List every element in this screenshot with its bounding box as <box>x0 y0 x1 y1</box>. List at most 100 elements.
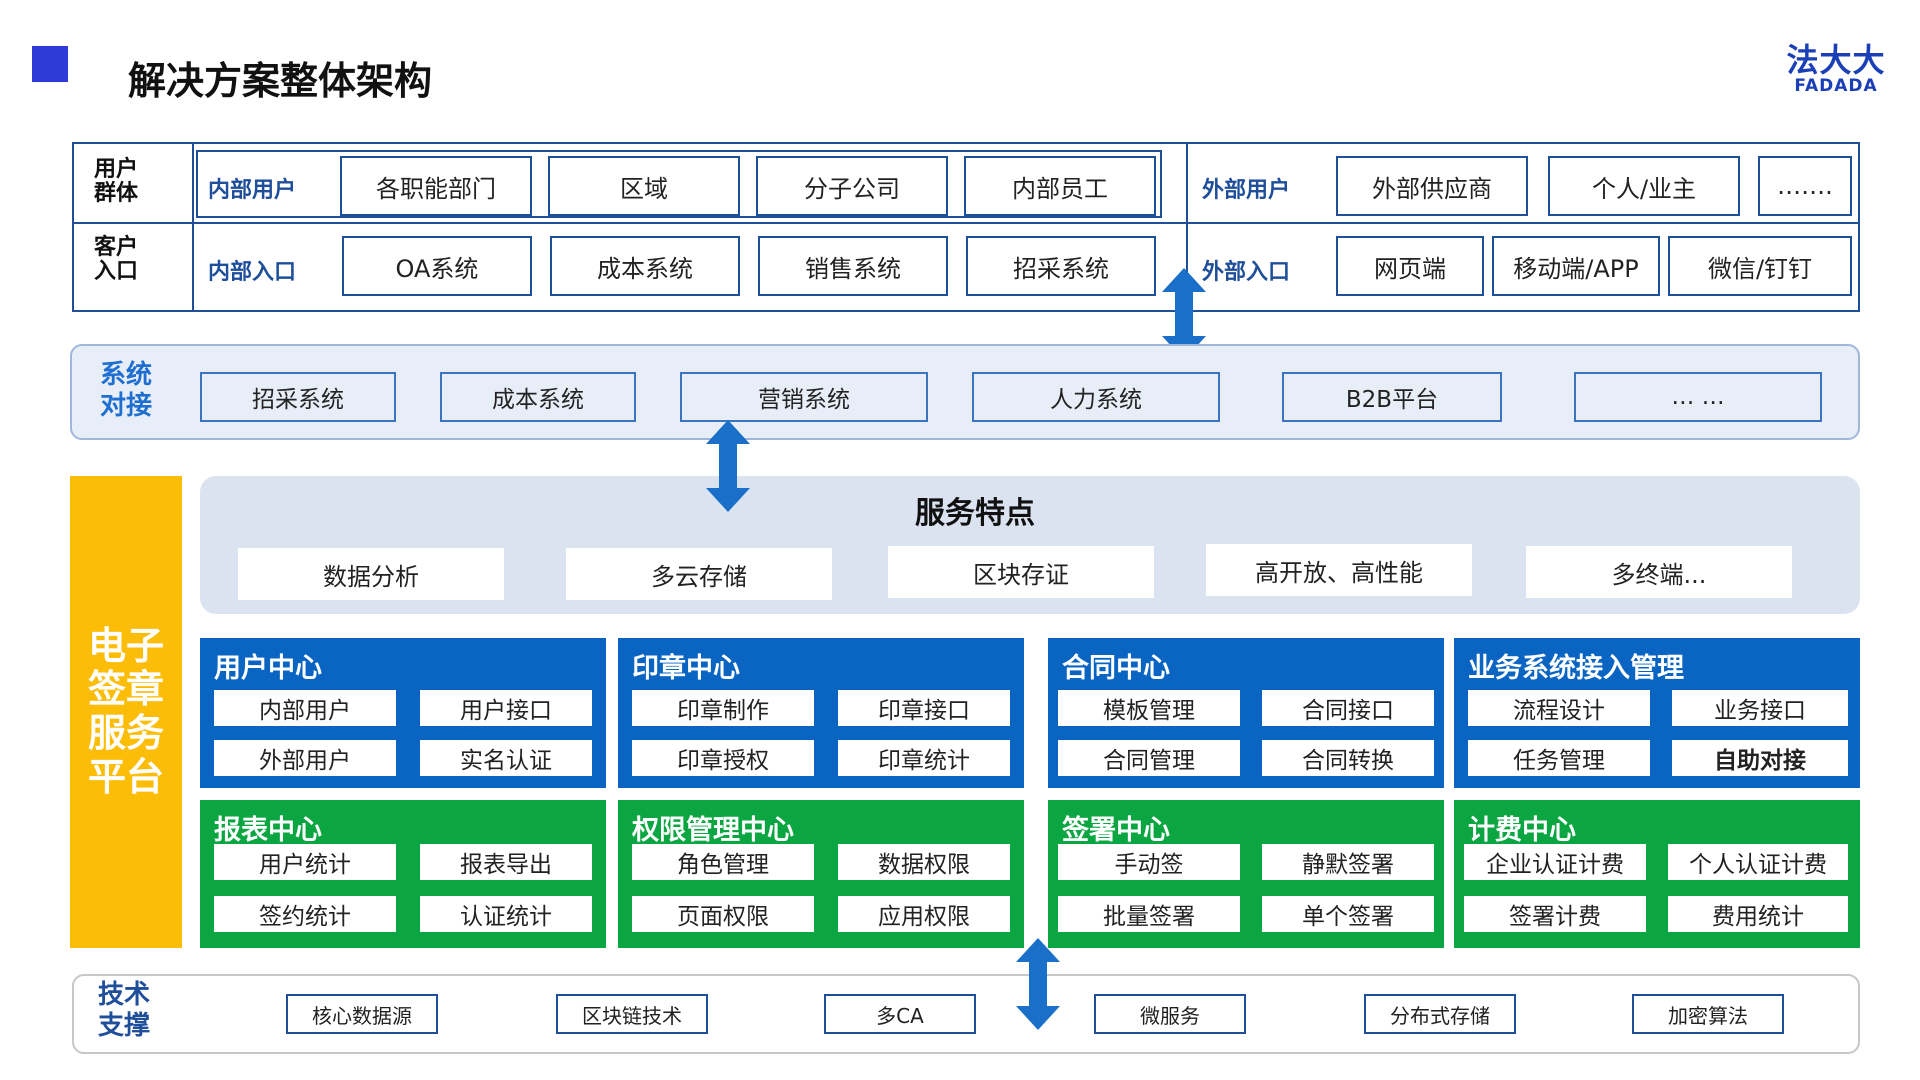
module-signing-center: 签署中心 手动签 静默签署 批量签署 单个签署 <box>1048 800 1444 948</box>
system-box: 营销系统 <box>680 372 928 422</box>
internal-users-label: 内部用户 <box>208 178 297 203</box>
feature-box: 区块存证 <box>888 546 1154 598</box>
module-item: 企业认证计费 <box>1464 844 1646 880</box>
module-item: 模板管理 <box>1058 690 1240 726</box>
row-divider <box>72 222 1860 224</box>
module-contract-center: 合同中心 模板管理 合同接口 合同管理 合同转换 <box>1048 638 1444 788</box>
internal-entry-box: 成本系统 <box>550 236 740 296</box>
internal-entry-box: 销售系统 <box>758 236 948 296</box>
module-item: 个人认证计费 <box>1668 844 1848 880</box>
page-title: 解决方案整体架构 <box>128 59 433 103</box>
module-title: 签署中心 <box>1062 815 1170 846</box>
double-arrow-icon <box>1162 268 1206 360</box>
user-group-label: 用户群体 <box>94 157 139 207</box>
module-title: 用户中心 <box>214 653 322 684</box>
feature-box: 数据分析 <box>238 548 504 600</box>
module-permission-center: 权限管理中心 角色管理 数据权限 页面权限 应用权限 <box>618 800 1024 948</box>
module-item: 费用统计 <box>1668 896 1848 932</box>
module-item: 自助对接 <box>1672 740 1848 776</box>
module-report-center: 报表中心 用户统计 报表导出 签约统计 认证统计 <box>200 800 606 948</box>
module-item: 角色管理 <box>632 844 814 880</box>
module-item: 静默签署 <box>1262 844 1434 880</box>
external-entry-box: 移动端/APP <box>1492 236 1660 296</box>
module-item: 应用权限 <box>838 896 1010 932</box>
module-title: 业务系统接入管理 <box>1468 653 1684 684</box>
external-entry-box: 网页端 <box>1336 236 1484 296</box>
module-item: 用户接口 <box>420 690 592 726</box>
tech-box: 多CA <box>824 994 976 1034</box>
internal-user-box: 各职能部门 <box>340 156 532 216</box>
module-item: 印章制作 <box>632 690 814 726</box>
system-box: 成本系统 <box>440 372 636 422</box>
internal-external-divider <box>1186 142 1188 312</box>
service-features-title: 服务特点 <box>915 496 1035 531</box>
system-box: B2B平台 <box>1282 372 1502 422</box>
module-title: 报表中心 <box>214 815 322 846</box>
brand-name-cn: 法大大 <box>1786 41 1886 79</box>
double-arrow-icon <box>1016 938 1060 1030</box>
system-integration-label: 系统对接 <box>100 360 153 422</box>
module-item: 印章接口 <box>838 690 1010 726</box>
module-item: 签署计费 <box>1464 896 1646 932</box>
module-item: 外部用户 <box>214 740 396 776</box>
module-item: 数据权限 <box>838 844 1010 880</box>
module-item: 印章授权 <box>632 740 814 776</box>
module-item: 认证统计 <box>420 896 592 932</box>
module-title: 印章中心 <box>632 653 740 684</box>
internal-entry-box: OA系统 <box>342 236 532 296</box>
module-item: 合同转换 <box>1262 740 1434 776</box>
module-title: 计费中心 <box>1468 815 1576 846</box>
brand-name-en: FADADA <box>1794 76 1878 96</box>
module-item: 单个签署 <box>1262 896 1434 932</box>
system-box: 人力系统 <box>972 372 1220 422</box>
internal-users-group <box>196 150 1162 218</box>
external-user-box: 外部供应商 <box>1336 156 1528 216</box>
feature-box: 多云存储 <box>566 548 832 600</box>
double-arrow-icon <box>706 420 750 512</box>
module-item: 印章统计 <box>838 740 1010 776</box>
brand-logo: 法大大 FADADA <box>1786 44 1886 95</box>
internal-user-box: 内部员工 <box>964 156 1156 216</box>
external-entry-label: 外部入口 <box>1202 260 1291 285</box>
module-seal-center: 印章中心 印章制作 印章接口 印章授权 印章统计 <box>618 638 1024 788</box>
system-integration-panel <box>70 344 1860 440</box>
label-column-divider <box>192 142 194 312</box>
module-item: 任务管理 <box>1468 740 1650 776</box>
module-item: 流程设计 <box>1468 690 1650 726</box>
external-users-label: 外部用户 <box>1202 178 1291 203</box>
module-item: 签约统计 <box>214 896 396 932</box>
tech-support-label: 技术支撑 <box>98 980 151 1042</box>
tech-box: 微服务 <box>1094 994 1246 1034</box>
customer-entry-label: 客户入口 <box>94 235 139 285</box>
module-item: 内部用户 <box>214 690 396 726</box>
internal-entry-box: 招采系统 <box>966 236 1156 296</box>
external-user-box: 个人/业主 <box>1548 156 1740 216</box>
module-billing-center: 计费中心 企业认证计费 个人认证计费 签署计费 费用统计 <box>1454 800 1860 948</box>
module-item: 批量签署 <box>1058 896 1240 932</box>
module-item: 实名认证 <box>420 740 592 776</box>
module-item: 合同管理 <box>1058 740 1240 776</box>
internal-user-box: 区域 <box>548 156 740 216</box>
system-box: 招采系统 <box>200 372 396 422</box>
internal-entry-label: 内部入口 <box>208 260 297 285</box>
module-user-center: 用户中心 内部用户 用户接口 外部用户 实名认证 <box>200 638 606 788</box>
module-item: 用户统计 <box>214 844 396 880</box>
feature-box: 多终端... <box>1526 546 1792 598</box>
module-item: 报表导出 <box>420 844 592 880</box>
internal-user-box: 分子公司 <box>756 156 948 216</box>
logo-square-blue <box>32 46 68 82</box>
tech-box: 区块链技术 <box>556 994 708 1034</box>
platform-label-bar: 电子签章服务平台 <box>70 476 182 948</box>
module-item: 合同接口 <box>1262 690 1434 726</box>
module-title: 合同中心 <box>1062 653 1170 684</box>
module-item: 手动签 <box>1058 844 1240 880</box>
module-business-integration: 业务系统接入管理 流程设计 业务接口 任务管理 自助对接 <box>1454 638 1860 788</box>
external-entry-box: 微信/钉钉 <box>1668 236 1852 296</box>
tech-box: 分布式存储 <box>1364 994 1516 1034</box>
tech-box: 加密算法 <box>1632 994 1784 1034</box>
user-group-table <box>72 142 1860 312</box>
tech-box: 核心数据源 <box>286 994 438 1034</box>
feature-box: 高开放、高性能 <box>1206 544 1472 596</box>
platform-label: 电子签章服务平台 <box>87 623 164 799</box>
module-item: 业务接口 <box>1672 690 1848 726</box>
